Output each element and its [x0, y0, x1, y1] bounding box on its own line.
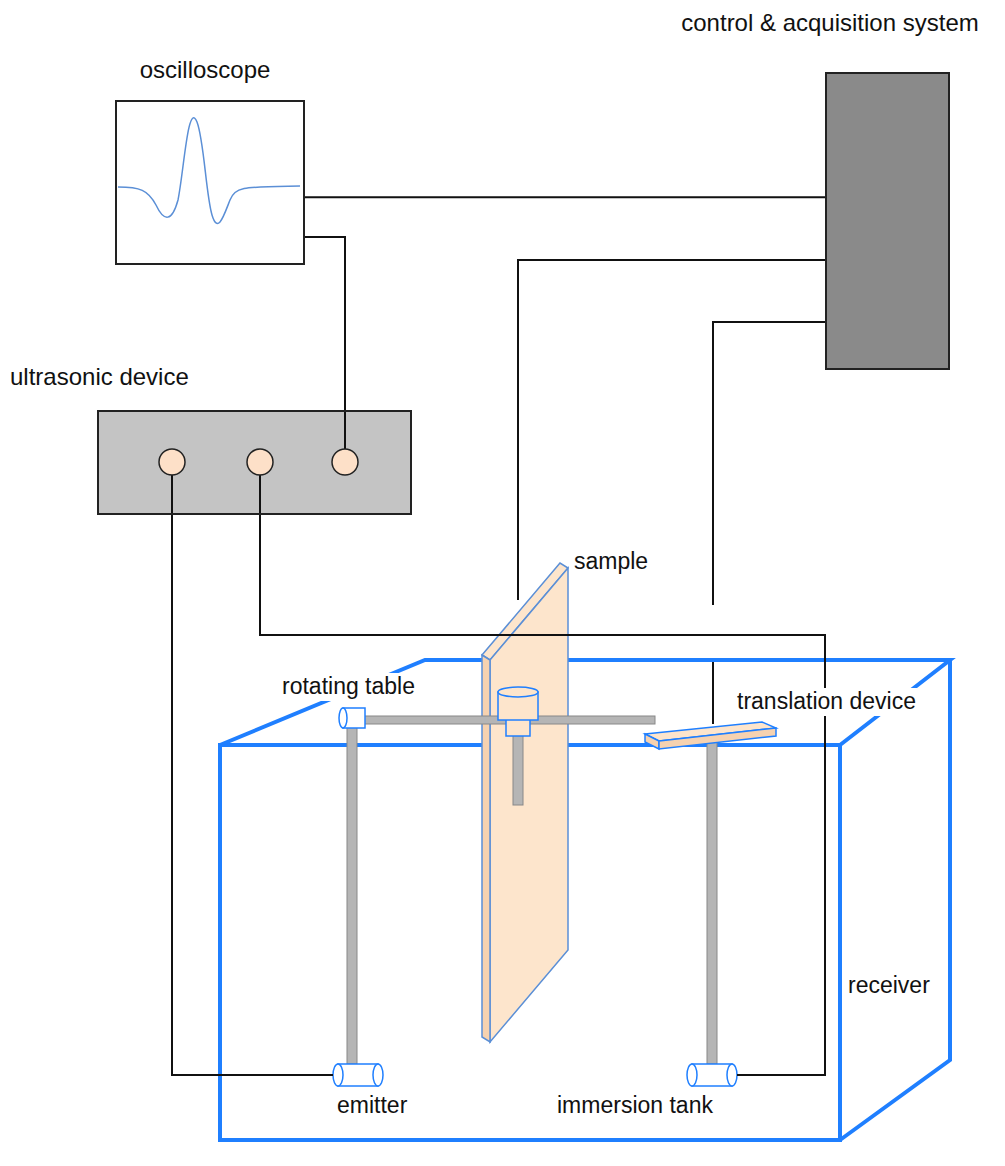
sample-rod: [513, 735, 523, 805]
signal-cable: [305, 196, 825, 198]
signal-cable: [305, 237, 345, 410]
knob-wire: [172, 412, 345, 513]
emitter-rod: [347, 724, 357, 1064]
device-box: [115, 100, 305, 265]
immersion-tank: [220, 660, 950, 1140]
translation-device: [645, 722, 776, 749]
device-node: oscilloscope: [100, 55, 310, 85]
post-cap: [339, 708, 365, 728]
device-box: [97, 410, 412, 515]
part-label: sample: [572, 548, 650, 576]
receiver-transducer: [687, 1064, 737, 1086]
knob: [332, 449, 358, 475]
part-label: immersion tank: [555, 1092, 715, 1120]
device-label: ultrasonic device: [10, 362, 290, 392]
part-label: receiver: [846, 972, 932, 1000]
part-label: rotating table: [280, 673, 417, 701]
device-box: [825, 72, 950, 370]
device-node: ultrasonic device: [10, 362, 290, 392]
receiver-rod: [707, 738, 717, 1064]
device-node: control & acquisition system: [680, 8, 980, 38]
knob: [247, 449, 273, 475]
part-label: emitter: [335, 1092, 409, 1120]
receiver-wire: [260, 475, 825, 1075]
emitter-wire: [172, 475, 333, 1075]
control-wire: [713, 322, 825, 724]
waveform: [118, 118, 300, 224]
device-label: control & acquisition system: [680, 8, 980, 38]
rotating-table: [498, 687, 538, 736]
part-label: translation device: [735, 688, 918, 716]
device-label: oscilloscope: [100, 55, 310, 85]
emitter-transducer: [333, 1064, 383, 1086]
knob: [159, 449, 185, 475]
